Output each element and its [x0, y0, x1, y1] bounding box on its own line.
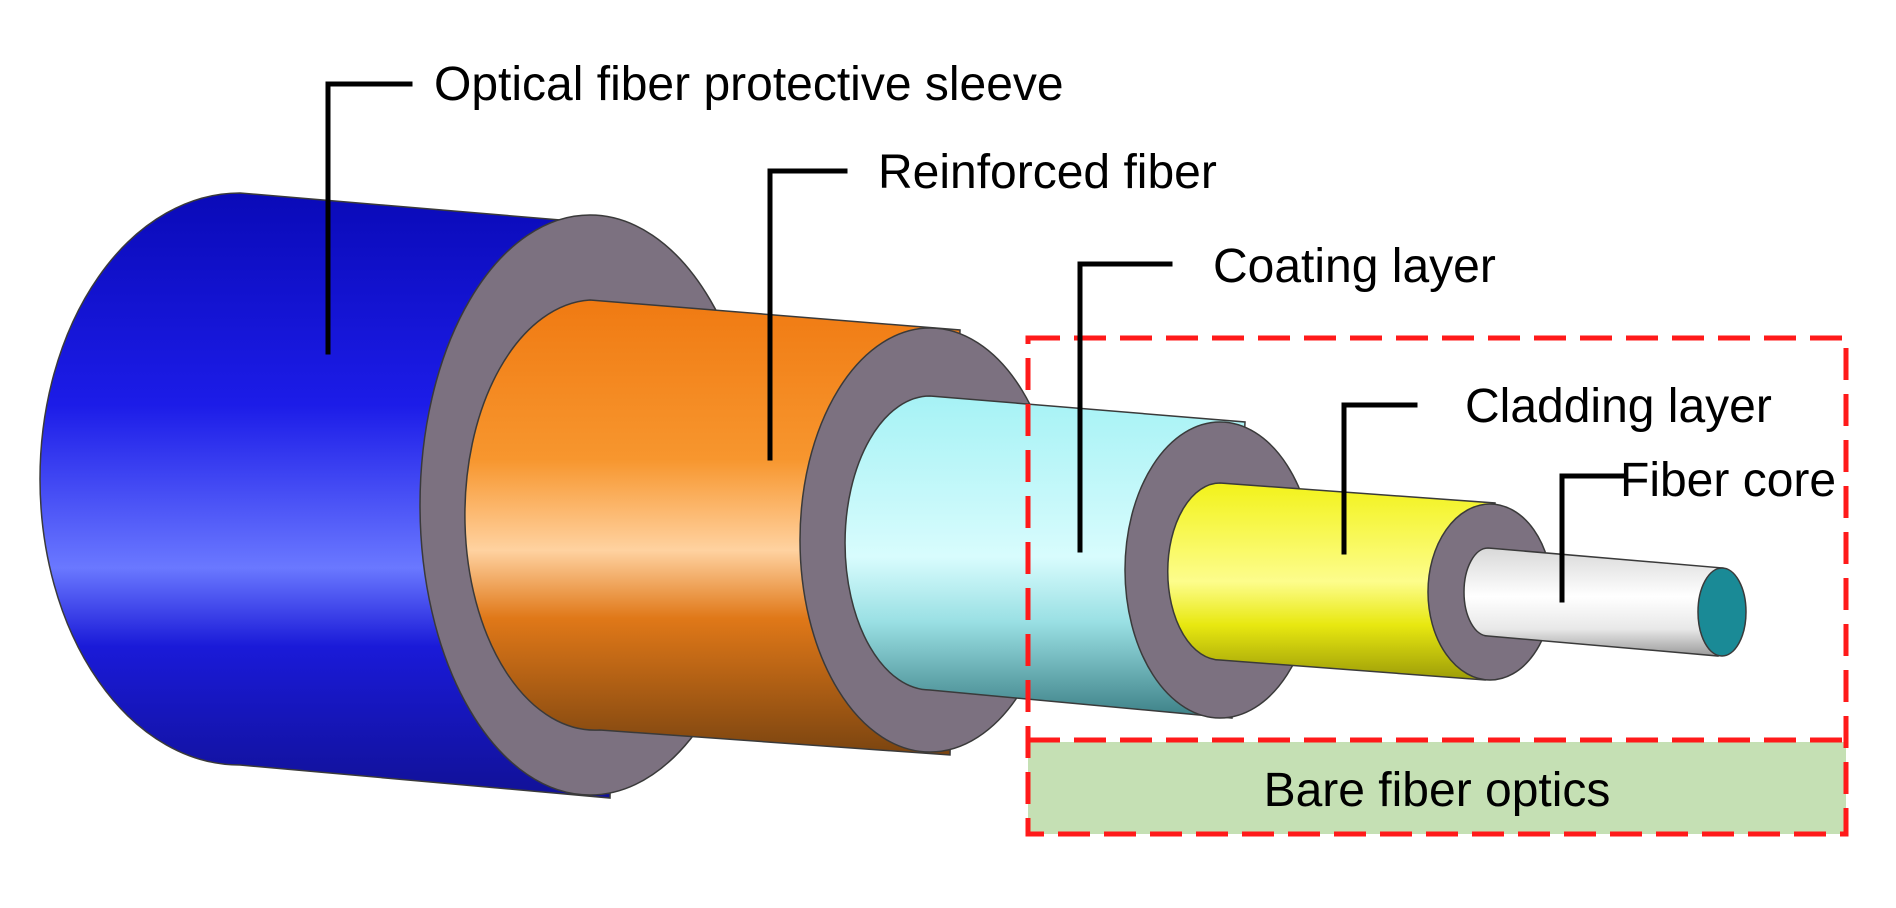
fiber-core-label: Fiber core — [1620, 454, 1836, 507]
cladding-layer-label: Cladding layer — [1465, 380, 1772, 433]
bare-fiber-label-background — [1028, 742, 1846, 834]
core-leader-line — [1559, 473, 1625, 603]
coating-layer-label: Coating layer — [1213, 240, 1496, 293]
cladding-leader-line — [1341, 402, 1418, 555]
fiber-core-layer — [1463, 547, 1747, 657]
sleeve-leader-line — [325, 81, 413, 355]
fiber-core-end-face — [1697, 567, 1747, 657]
sleeve-label: Optical fiber protective sleeve — [434, 58, 1064, 111]
bare-fiber-highlight-box — [1025, 335, 1849, 837]
bare-fiber-optics-label: Bare fiber optics — [1264, 764, 1611, 817]
reinforced-fiber-label: Reinforced fiber — [878, 146, 1217, 199]
reinforced-leader-line — [767, 168, 848, 461]
fiber-core-body — [1463, 547, 1724, 657]
coating-leader-line — [1077, 261, 1173, 553]
cladding-layer-body — [1166, 482, 1496, 681]
